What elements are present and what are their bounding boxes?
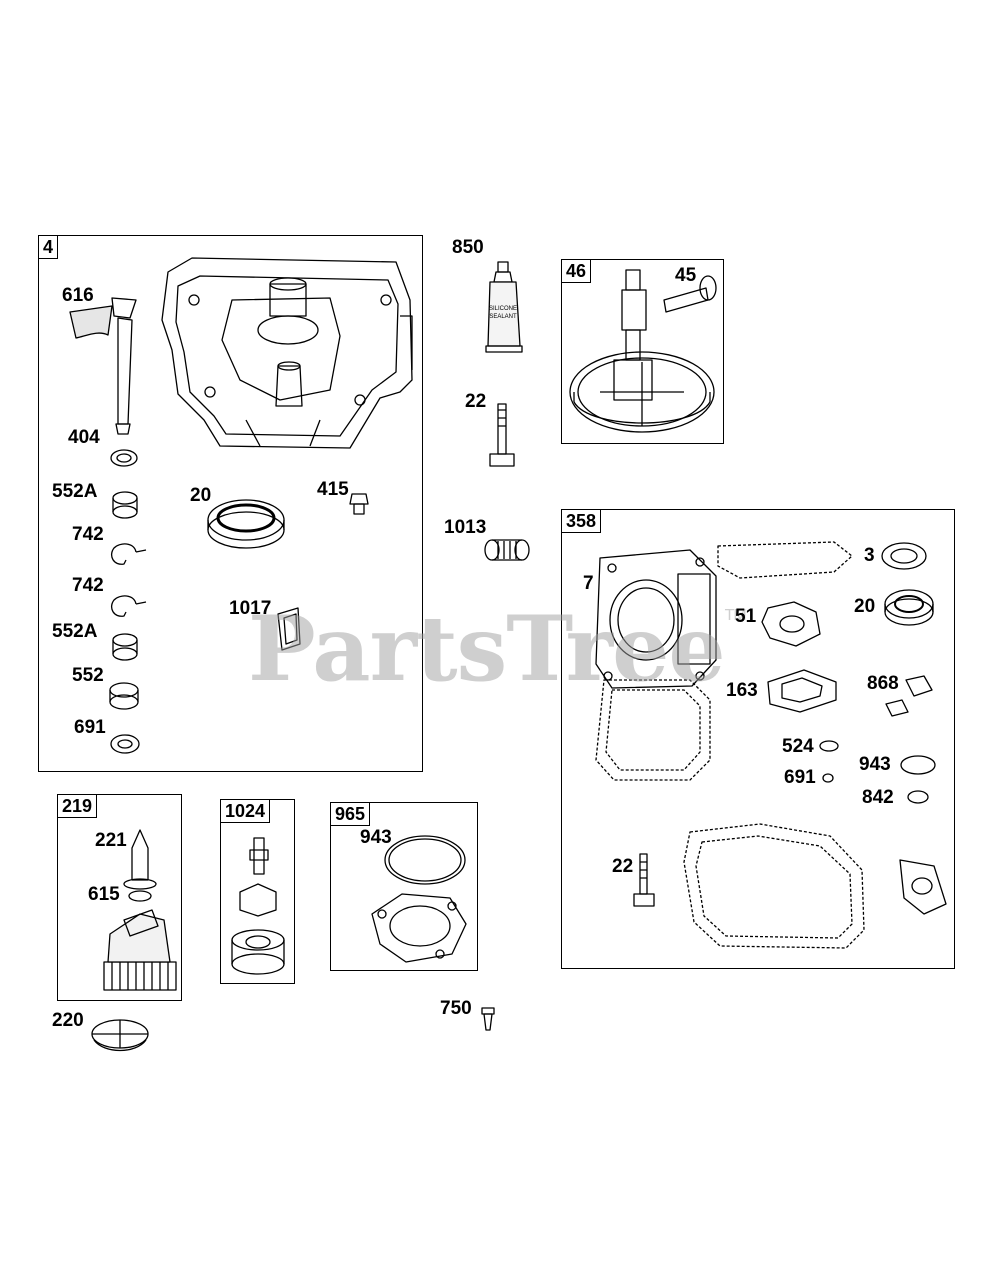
callout-7: 7 xyxy=(583,573,594,594)
gasket-set-358 xyxy=(595,541,865,949)
callout-552: 552 xyxy=(72,665,104,686)
bushing-552a-top xyxy=(112,491,138,519)
callout-552a-top: 552A xyxy=(52,481,98,502)
callout-868: 868 xyxy=(867,673,899,694)
group-label-965: 965 xyxy=(330,802,371,826)
callout-552a-bottom: 552A xyxy=(52,621,98,642)
o-ring-842 xyxy=(907,790,929,804)
oil-seal-20-left xyxy=(207,499,285,549)
callout-45: 45 xyxy=(675,265,697,286)
callout-404: 404 xyxy=(68,427,100,448)
callout-616: 616 xyxy=(62,285,94,306)
callout-524: 524 xyxy=(782,736,814,757)
group-box-4: 4 xyxy=(38,235,423,772)
sealant-tube-text-1: SILICONE xyxy=(489,306,517,312)
group-label-219: 219 xyxy=(57,794,98,818)
head-gasket-7 xyxy=(595,549,717,689)
callout-3: 3 xyxy=(864,545,875,566)
bolt-22-right xyxy=(633,853,655,907)
seal-524 xyxy=(819,740,839,752)
part-868 xyxy=(885,675,933,717)
governor-shaft-616 xyxy=(69,297,137,435)
callout-51: 51 xyxy=(735,606,757,627)
callout-220: 220 xyxy=(52,1010,84,1031)
gasket-51 xyxy=(761,601,821,647)
pin-45 xyxy=(663,275,717,313)
plug-415 xyxy=(349,493,369,515)
part-1013 xyxy=(484,539,530,561)
oil-pump-1024 xyxy=(231,837,285,975)
sealant-tube-text-2: SEALANT xyxy=(489,314,517,320)
callout-415: 415 xyxy=(317,479,349,500)
watermark-tm: TM xyxy=(724,607,747,624)
o-ring-943-box xyxy=(384,835,466,885)
sealant-tube-850 xyxy=(485,261,523,353)
callout-842: 842 xyxy=(862,787,894,808)
callout-691-left: 691 xyxy=(74,717,106,738)
bushing-552 xyxy=(109,682,139,710)
oil-seal-20-right xyxy=(884,589,934,626)
callout-750: 750 xyxy=(440,998,472,1019)
group-label-46: 46 xyxy=(561,259,592,283)
watermark: PartsTreeTM xyxy=(248,596,747,702)
callout-943-box: 943 xyxy=(360,827,392,848)
group-box-46: 46 xyxy=(561,259,724,444)
group-label-4: 4 xyxy=(38,235,59,259)
pin-221 xyxy=(123,829,157,890)
group-label-358: 358 xyxy=(561,509,602,533)
intake-gasket xyxy=(899,859,947,915)
governor-gear-219 xyxy=(103,909,177,991)
e-clip-742-bottom xyxy=(110,595,137,617)
seal-691-left xyxy=(110,734,140,754)
group-box-1024: 1024 xyxy=(220,799,295,984)
callout-691-right: 691 xyxy=(784,767,816,788)
bolt-22-top xyxy=(489,403,515,467)
group-box-965: 965 xyxy=(330,802,478,971)
gasket-163 xyxy=(767,669,837,713)
clip-615 xyxy=(128,890,152,902)
callout-943-right: 943 xyxy=(859,754,891,775)
callout-163: 163 xyxy=(726,680,758,701)
part-220 xyxy=(91,1019,149,1052)
callout-20-left: 20 xyxy=(190,485,212,506)
crankcase-4 xyxy=(161,257,413,449)
seal-3 xyxy=(881,542,927,570)
bushing-552a-bottom xyxy=(112,633,138,661)
camshaft-gear-46 xyxy=(569,269,715,433)
callout-850: 850 xyxy=(452,237,484,258)
group-box-219: 219 xyxy=(57,794,182,1001)
callout-615: 615 xyxy=(88,884,120,905)
callout-20-right: 20 xyxy=(854,596,876,617)
watermark-text: PartsTree xyxy=(248,596,726,702)
part-1017 xyxy=(277,607,301,651)
group-label-1024: 1024 xyxy=(220,799,271,823)
callout-1013: 1013 xyxy=(444,517,487,538)
screw-750 xyxy=(481,1007,495,1031)
callout-22-right: 22 xyxy=(612,856,634,877)
callout-221: 221 xyxy=(95,830,127,851)
callout-742-top: 742 xyxy=(72,524,104,545)
washer-404 xyxy=(110,449,138,467)
callout-22-top: 22 xyxy=(465,391,487,412)
callout-742-bottom: 742 xyxy=(72,575,104,596)
plate-965 xyxy=(371,893,467,963)
callout-1017: 1017 xyxy=(229,598,272,619)
group-box-358: 358 xyxy=(561,509,955,969)
seal-691-right xyxy=(822,773,834,783)
o-ring-943-right xyxy=(900,755,936,775)
e-clip-742-top xyxy=(110,543,137,565)
